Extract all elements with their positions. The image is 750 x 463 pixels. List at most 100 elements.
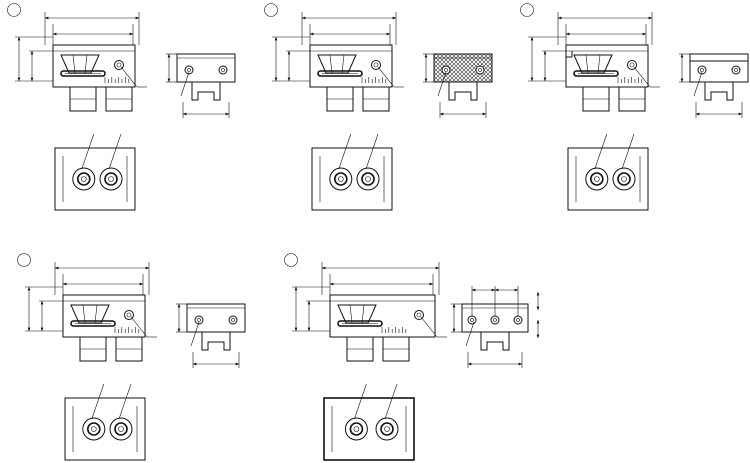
- cone-line: [72, 54, 76, 74]
- hole-Z-core: [353, 426, 360, 432]
- variant-marker-circle: [7, 3, 21, 17]
- side-screw-socket-icon: [470, 318, 474, 322]
- clamp-body-top: [323, 397, 415, 461]
- hole-Z-core: [594, 176, 600, 182]
- hole-Z-outer: [344, 417, 368, 441]
- variant-b: [264, 3, 493, 211]
- cone-line: [84, 54, 88, 74]
- clamping-bar: [60, 70, 106, 77]
- hole-G-core: [621, 176, 627, 182]
- tslot-foot: [480, 331, 510, 351]
- leader-Z: [338, 133, 352, 170]
- hole-G-core: [365, 176, 371, 182]
- hole-Z-inner: [87, 422, 101, 436]
- hole-G-outer: [99, 167, 123, 191]
- side-screw-icon: [731, 65, 741, 75]
- hole-Z-outer: [585, 167, 609, 191]
- side-screw-icon: [467, 315, 477, 325]
- hole-Z-inner: [334, 172, 348, 186]
- leader-G: [108, 133, 122, 170]
- hole-G-outer: [356, 167, 380, 191]
- leader-Z: [91, 383, 105, 420]
- cone-line: [597, 54, 601, 74]
- side-screw-socket-icon: [700, 68, 704, 72]
- hole-G-core: [118, 426, 124, 432]
- tslot-foot: [448, 81, 478, 101]
- clamping-bar: [70, 320, 116, 327]
- side-screw-socket-icon: [444, 68, 448, 72]
- hole-G-core: [108, 176, 114, 182]
- tslot-foot: [201, 331, 231, 351]
- leader-G: [384, 383, 398, 420]
- cone-line: [585, 54, 589, 74]
- leader-D1: [130, 316, 148, 338]
- leader-D: [465, 321, 475, 347]
- side-screw-socket-icon: [734, 68, 738, 72]
- clamping-bar: [337, 320, 383, 327]
- clamping-bar: [317, 70, 363, 77]
- leader-Z: [354, 383, 367, 420]
- side-screw-icon: [697, 65, 707, 75]
- hole-G-core: [384, 426, 390, 432]
- clamp-jaw-cone: [337, 304, 377, 324]
- leader-G: [365, 133, 379, 170]
- screw-socket-icon: [373, 62, 379, 68]
- side-screw-icon: [490, 315, 500, 325]
- side-screw-icon: [441, 65, 451, 75]
- cone-line: [341, 54, 345, 74]
- hole-G-inner: [114, 422, 128, 436]
- cone-line: [361, 304, 365, 324]
- clamp-jaw-cone: [317, 54, 357, 74]
- variant-marker-circle: [17, 253, 31, 267]
- leader-G: [118, 383, 132, 420]
- hole-Z-inner: [77, 172, 91, 186]
- leader-D: [693, 71, 703, 97]
- side-screw-icon: [228, 315, 238, 325]
- side-screw-icon: [184, 65, 194, 75]
- clamp-jaw-cone: [573, 54, 613, 74]
- cone-line: [82, 304, 86, 324]
- variant-marker-circle: [520, 3, 534, 17]
- hole-G-inner: [104, 172, 118, 186]
- hole-G-outer: [375, 417, 399, 441]
- side-screw-socket-icon: [197, 318, 201, 322]
- side-screw-socket-icon: [187, 68, 191, 72]
- screw-socket-icon: [416, 312, 422, 318]
- leader-Z: [594, 133, 608, 170]
- variant-e: [284, 253, 540, 461]
- side-screw-socket-icon: [231, 318, 235, 322]
- leader-D1: [120, 66, 138, 88]
- side-screw-icon: [218, 65, 228, 75]
- leader-D1: [633, 66, 651, 88]
- hole-Z-outer: [82, 417, 106, 441]
- screw-socket-icon: [126, 312, 132, 318]
- hole-G-outer: [612, 167, 636, 191]
- side-screw-socket-icon: [493, 318, 497, 322]
- hole-Z-core: [81, 176, 87, 182]
- hole-G-outer: [109, 417, 133, 441]
- hole-Z-inner: [590, 172, 604, 186]
- side-screw-socket-icon: [478, 68, 482, 72]
- clamp-jaw-cone: [70, 304, 110, 324]
- side-screw-icon: [194, 315, 204, 325]
- hole-Z-outer: [329, 167, 353, 191]
- side-screw-icon: [513, 315, 523, 325]
- leader-G: [621, 133, 635, 170]
- clamp-jaw-cone: [60, 54, 100, 74]
- hole-G-inner: [380, 422, 394, 436]
- hole-Z-outer: [72, 167, 96, 191]
- variant-c: [520, 3, 749, 211]
- variant-a: [7, 3, 236, 211]
- hole-G-inner: [361, 172, 375, 186]
- side-screw-socket-icon: [221, 68, 225, 72]
- side-screw-socket-icon: [516, 318, 520, 322]
- tslot-foot: [704, 81, 734, 101]
- cone-line: [329, 54, 333, 74]
- leader-D: [437, 71, 447, 97]
- leader-D: [180, 71, 190, 97]
- hole-Z-core: [91, 426, 97, 432]
- tslot-foot: [191, 81, 221, 101]
- variant-marker-circle: [264, 3, 278, 17]
- leader-D1: [377, 66, 395, 88]
